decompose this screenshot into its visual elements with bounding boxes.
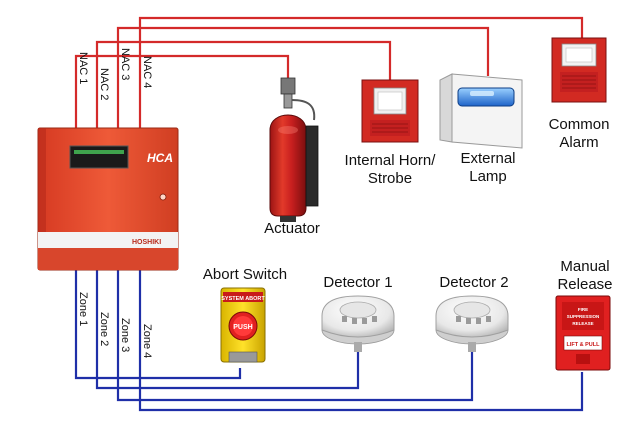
nac3-label: NAC 3 xyxy=(119,48,131,80)
nac3-wire xyxy=(116,26,490,128)
zone4-label: Zone 4 xyxy=(141,324,153,358)
zone3-wire xyxy=(116,270,474,402)
detector-2-label: Detector 2 xyxy=(439,274,509,291)
nac4-wire xyxy=(138,16,584,128)
manual-release-top-line1: FIRE xyxy=(578,307,588,312)
nac2-label: NAC 2 xyxy=(98,68,110,100)
horn-strobe-label: Internal Horn/ Strobe xyxy=(344,152,436,187)
actuator-label: Actuator xyxy=(264,220,320,237)
zone1-wire xyxy=(74,270,242,380)
panel-brand: HCA xyxy=(147,151,173,165)
manual-release-bottom-label: LIFT & PULL xyxy=(567,342,601,348)
zone-labels: Zone 1 Zone 2 Zone 3 Zone 4 xyxy=(77,292,153,358)
detector-1-label: Detector 1 xyxy=(323,274,393,291)
panel-display xyxy=(69,145,129,169)
nac1-wire xyxy=(74,54,290,128)
detector-2 xyxy=(435,295,509,352)
nac2-wire xyxy=(95,40,392,128)
abort-switch-face-label: SYSTEM ABORT xyxy=(221,296,265,302)
nac-wiring xyxy=(74,16,584,128)
zone1-label: Zone 1 xyxy=(77,292,89,326)
zone2-wire xyxy=(95,270,360,390)
detector-1 xyxy=(321,295,395,352)
panel-maker: HOSHIKI xyxy=(132,239,161,246)
zone3-label: Zone 3 xyxy=(119,318,131,352)
abort-push-label: PUSH xyxy=(233,324,252,331)
control-panel: HCA HOSHIKI xyxy=(37,127,179,271)
manual-release-top-line3: RELEASE xyxy=(572,321,593,326)
abort-switch-label: Abort Switch xyxy=(202,266,288,283)
manual-release: FIRE SUPPRESSION RELEASE LIFT & PULL xyxy=(555,295,611,371)
abort-switch: SYSTEM ABORT PUSH xyxy=(220,287,266,363)
zone-wiring xyxy=(74,270,584,412)
external-lamp xyxy=(439,73,523,149)
nac1-label: NAC 1 xyxy=(77,52,89,84)
zone4-wire xyxy=(138,270,584,412)
actuator-cylinder xyxy=(269,77,319,222)
horn-strobe xyxy=(361,79,419,143)
common-alarm xyxy=(551,37,607,103)
common-alarm-label: Common Alarm xyxy=(548,116,610,151)
manual-release-top-line2: SUPPRESSION xyxy=(567,314,600,319)
nac4-label: NAC 4 xyxy=(141,56,153,88)
external-lamp-label: External Lamp xyxy=(460,150,516,185)
manual-release-label: Manual Release xyxy=(557,258,613,293)
nac-labels: NAC 1 NAC 2 NAC 3 NAC 4 xyxy=(77,48,153,100)
panel-lock-icon xyxy=(159,193,167,201)
zone2-label: Zone 2 xyxy=(98,312,110,346)
